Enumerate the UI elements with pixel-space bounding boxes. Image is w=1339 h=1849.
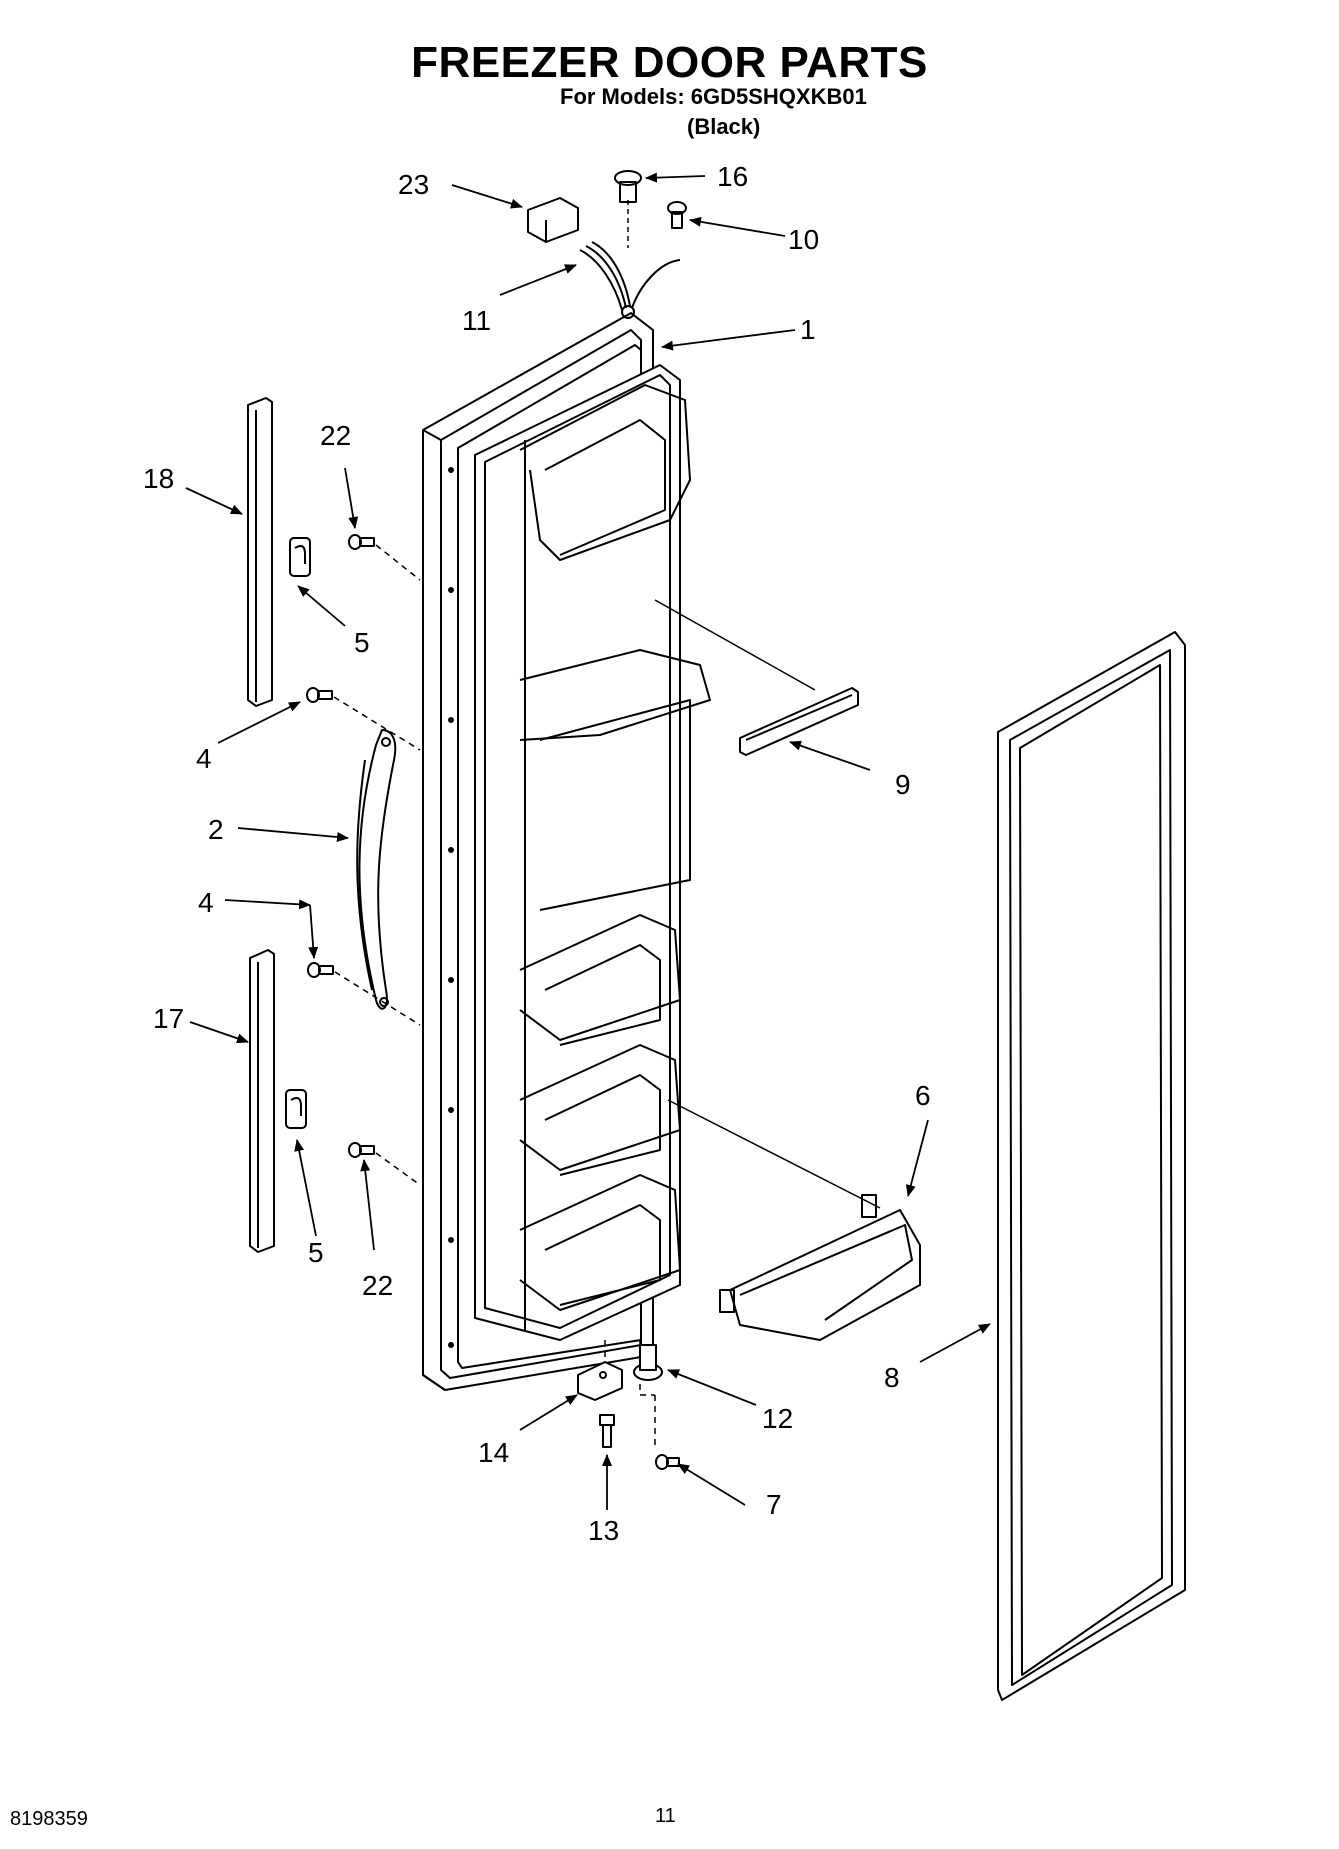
callout-4-upper: 4 <box>196 743 212 774</box>
color-line: (Black) <box>687 114 761 139</box>
callout-10: 10 <box>788 224 819 255</box>
trim-strip-18 <box>247 397 273 707</box>
callout-16: 16 <box>717 161 748 192</box>
screw-7 <box>655 1454 680 1470</box>
screw-13 <box>599 1414 615 1448</box>
callout-22-upper: 22 <box>320 420 351 451</box>
screw-10 <box>667 201 687 229</box>
callout-7: 7 <box>766 1489 782 1520</box>
callout-12: 12 <box>762 1403 793 1434</box>
shelf-retainer-9 <box>654 599 859 756</box>
door-inner-liner <box>474 364 681 1341</box>
callout-11: 11 <box>462 305 491 336</box>
page-number: 11 <box>655 1805 676 1827</box>
screw-22-upper <box>348 534 375 550</box>
callout-5-upper: 5 <box>354 627 370 658</box>
callout-1: 1 <box>800 314 816 345</box>
door-shelves <box>519 384 711 1311</box>
screw-4-upper <box>306 687 333 703</box>
wire-connector-23 <box>527 197 579 243</box>
screw-22-lower <box>348 1142 375 1158</box>
callout-14: 14 <box>478 1437 509 1468</box>
wire-harness-11 <box>579 200 681 319</box>
callout-2: 2 <box>208 814 224 845</box>
door-handle <box>356 729 397 1010</box>
plug-16 <box>614 170 642 203</box>
screw-4-lower <box>307 962 334 978</box>
callout-22-lower: 22 <box>362 1270 393 1301</box>
callout-13: 13 <box>588 1515 619 1546</box>
hinge-pin-12 <box>633 1344 663 1381</box>
callout-4-lower: 4 <box>198 887 214 918</box>
door-gasket <box>997 631 1186 1701</box>
door-bin-6 <box>667 1099 921 1341</box>
door-edge-holes <box>448 467 454 1348</box>
handle-clip-upper <box>289 537 311 577</box>
callout-labels: 23 16 10 11 1 22 18 5 4 9 2 4 17 6 5 22 … <box>143 161 931 1546</box>
page-title: FREEZER DOOR PARTS <box>411 38 928 87</box>
handle-clip-lower <box>285 1089 307 1129</box>
callout-5-lower: 5 <box>308 1237 324 1268</box>
callout-9: 9 <box>895 769 911 800</box>
hinge-14 <box>577 1361 623 1401</box>
document-number: 8198359 <box>10 1808 88 1830</box>
trim-strip-17 <box>249 949 275 1253</box>
models-line: For Models: 6GD5SHQXKB01 <box>560 84 867 109</box>
callout-8: 8 <box>884 1362 900 1393</box>
callout-17: 17 <box>153 1003 184 1034</box>
callout-arrows <box>185 172 991 1510</box>
callout-23: 23 <box>398 169 429 200</box>
callout-18: 18 <box>143 463 174 494</box>
callout-6: 6 <box>915 1080 931 1111</box>
